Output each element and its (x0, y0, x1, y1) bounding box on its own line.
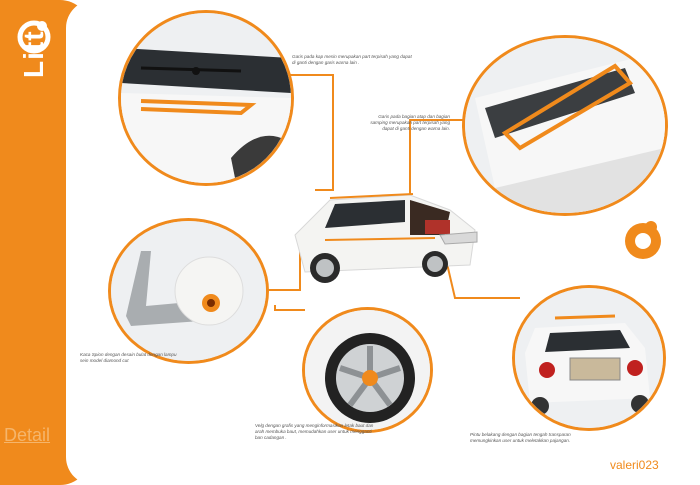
main-car-illustration (294, 193, 478, 283)
panel-divider (66, 0, 106, 485)
brand-logo-icon (17, 20, 51, 54)
detail-tailgate-circle (512, 285, 666, 431)
detail-hood-circle (118, 10, 294, 186)
car-badge-icon (625, 221, 661, 259)
detail-roof-circle (462, 35, 668, 216)
designer-credit: valeri023 (610, 458, 659, 472)
caption-wheel: Velg dengan grafis yang menginformasikan… (255, 423, 374, 440)
caption-hood: Garis pada kap mesin merupakan part terp… (292, 54, 412, 65)
tailgate-illustration (515, 288, 663, 428)
wheel-illustration (305, 310, 430, 430)
hood-illustration (121, 13, 291, 183)
caption-roof: Garis pada bagian atap dan bagian sampin… (370, 114, 450, 131)
caption-mirror: Kaca Spion dengan desain bulat dengan la… (80, 352, 177, 363)
roof-illustration (465, 38, 665, 213)
caption-tailgate: Pintu belakang dengan bagian tengah tran… (470, 432, 571, 443)
detail-wheel-circle (302, 307, 433, 433)
section-title: Detail (4, 425, 51, 445)
mirror-illustration (111, 221, 266, 361)
detail-mirror-circle (108, 218, 269, 364)
